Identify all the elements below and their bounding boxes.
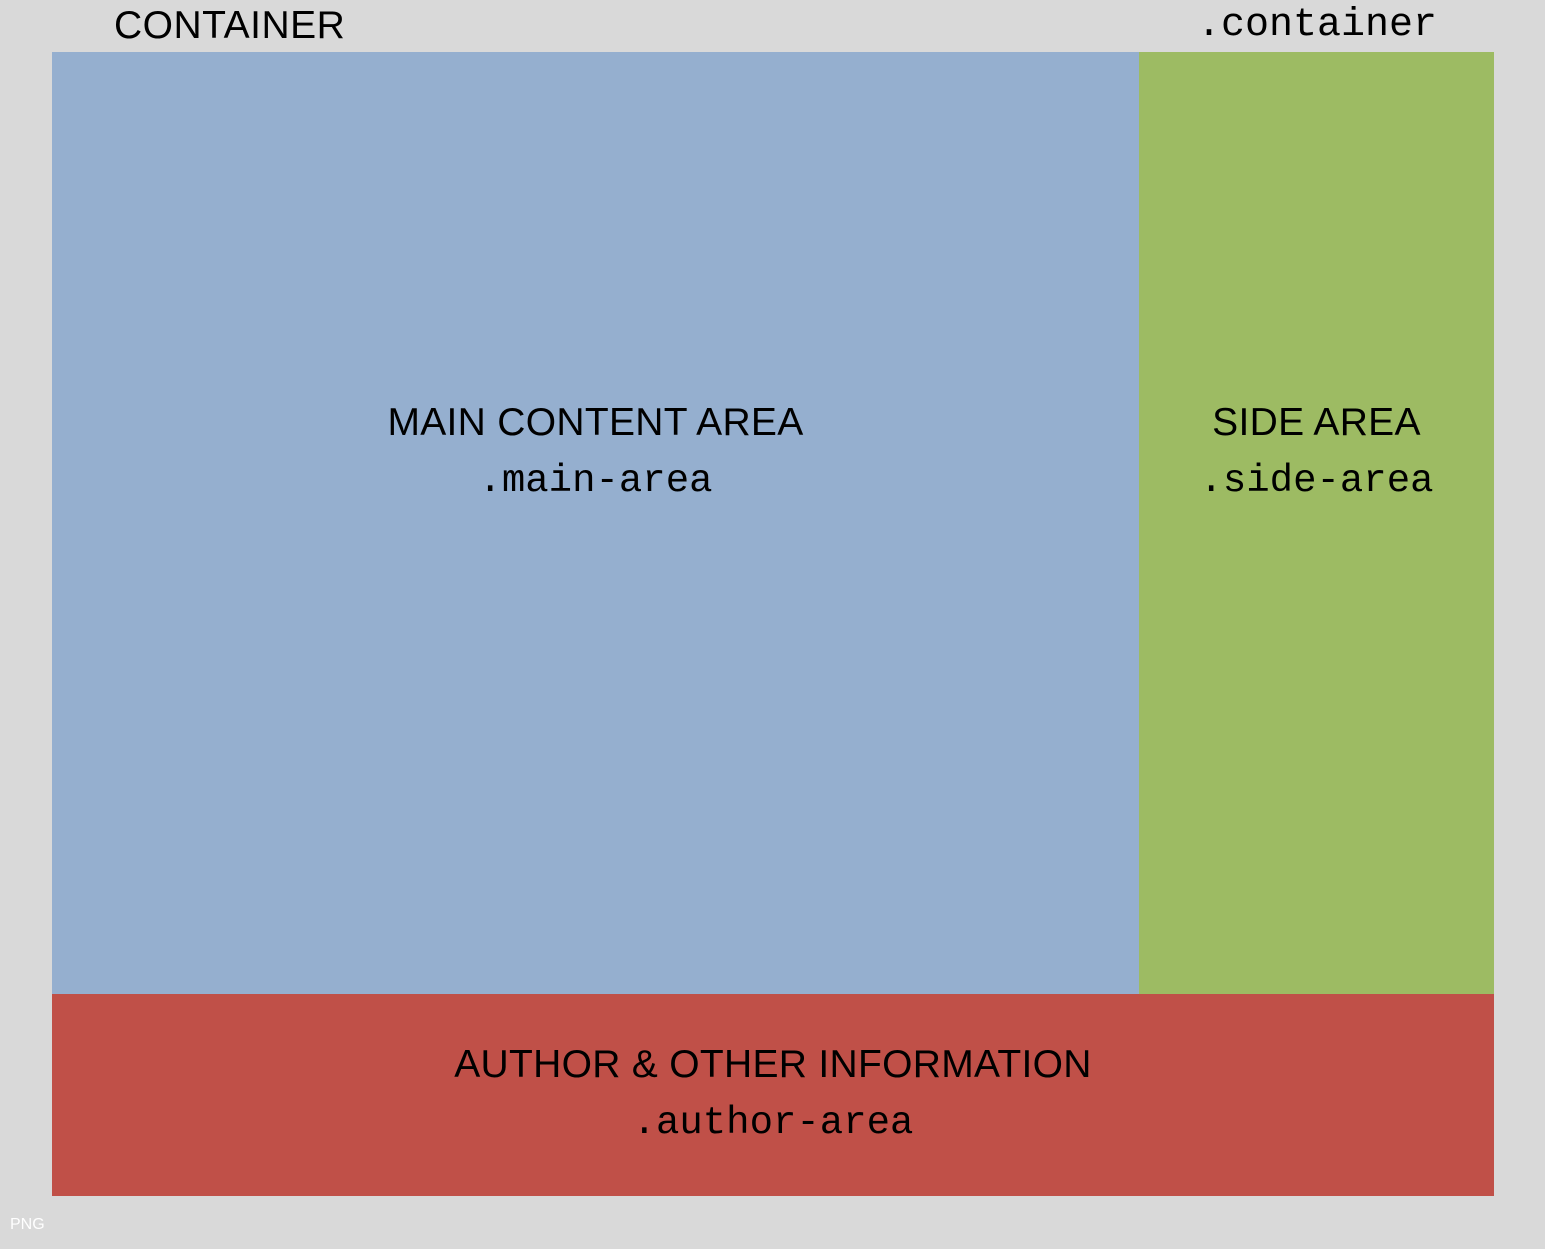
author-area-class-label: .author-area — [632, 1101, 914, 1145]
side-area: SIDE AREA .side-area — [1139, 52, 1494, 994]
main-area-title: MAIN CONTENT AREA — [387, 401, 804, 444]
container-class-label: .container — [1196, 3, 1437, 48]
side-area-title: SIDE AREA — [1212, 401, 1421, 444]
main-area-class-label: .main-area — [478, 459, 713, 503]
main-area-labels: MAIN CONTENT AREA .main-area — [387, 401, 803, 505]
png-format-label: PNG — [10, 1216, 45, 1233]
author-area-labels: AUTHOR & OTHER INFORMATION .author-area — [454, 1043, 1092, 1147]
container-title: CONTAINER — [114, 4, 346, 47]
main-content-area: MAIN CONTENT AREA .main-area — [52, 52, 1139, 994]
side-area-class-label: .side-area — [1199, 459, 1434, 503]
side-area-labels: SIDE AREA .side-area — [1199, 401, 1433, 505]
author-area-title: AUTHOR & OTHER INFORMATION — [454, 1043, 1092, 1086]
author-area: AUTHOR & OTHER INFORMATION .author-area — [52, 994, 1494, 1196]
